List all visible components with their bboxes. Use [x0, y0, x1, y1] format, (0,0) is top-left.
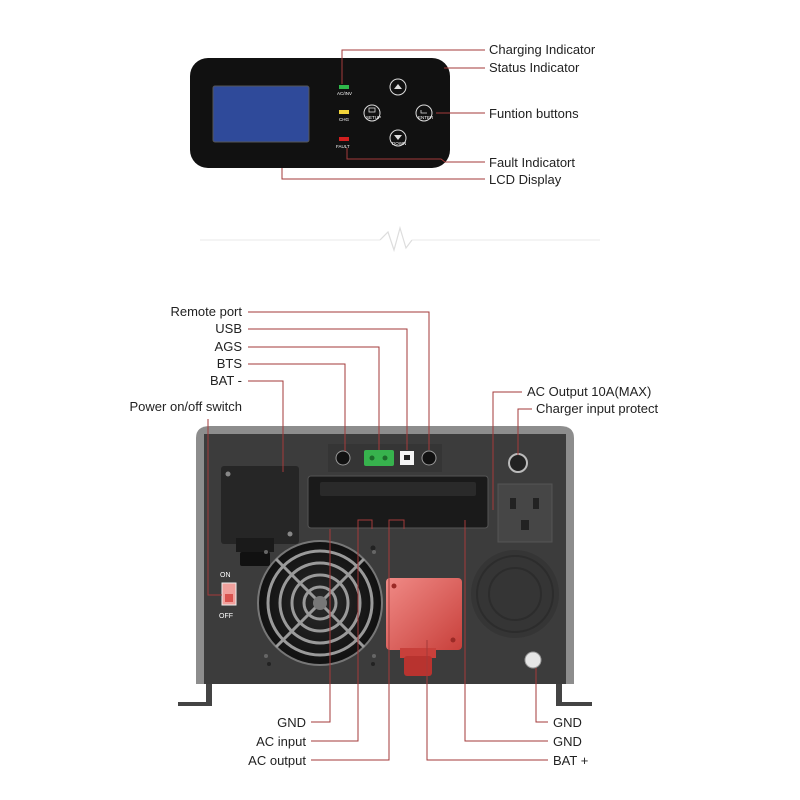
setup-button-label: SETUP: [366, 115, 381, 120]
screw: [370, 545, 376, 551]
callout-status-indicator: Status Indicator: [489, 60, 580, 75]
callout-ac-output-bottom: AC output: [248, 753, 306, 768]
callout-power-switch: Power on/off switch: [130, 399, 242, 414]
callout-ags: AGS: [215, 339, 243, 354]
chg-led: [339, 110, 349, 114]
charger-input-protect: [508, 453, 528, 473]
fault-led: [339, 137, 349, 141]
down-button[interactable]: DOWN: [389, 129, 407, 147]
ags-port: [364, 450, 394, 466]
chg-led-label: CHG: [339, 117, 349, 122]
down-button-label: DOWN: [392, 141, 406, 146]
callout-lcd-display: LCD Display: [489, 172, 562, 187]
callout-bat-positive: BAT +: [553, 753, 588, 768]
top-leaders: [281, 49, 485, 180]
callout-ac-output: AC Output 10A(MAX): [527, 384, 651, 399]
control-panel: AC/INV CHG FAULT SETUP ENTER DOWN: [190, 58, 450, 168]
bat-negative-gland: [240, 552, 270, 566]
cooling-fan: [257, 540, 383, 666]
callout-usb: USB: [215, 321, 242, 336]
callout-ac-input: AC input: [256, 734, 306, 749]
callout-fault-indicator: Fault Indicatort: [489, 155, 575, 170]
setup-button[interactable]: SETUP: [363, 104, 381, 122]
callout-gnd-right-1: GND: [553, 715, 582, 730]
enter-button-label: ENTER: [418, 115, 434, 120]
enter-icon: [420, 110, 427, 114]
callout-bts: BTS: [217, 356, 243, 371]
bat-positive-terminal: [386, 578, 462, 650]
lcd-screen: [212, 85, 310, 143]
callout-gnd-left: GND: [277, 715, 306, 730]
fault-led-label: FAULT: [336, 144, 350, 149]
menu-icon: [368, 107, 376, 113]
enter-button[interactable]: ENTER: [415, 104, 434, 122]
callout-gnd-right-2: GND: [553, 734, 582, 749]
gnd-stud: [524, 651, 542, 669]
inverter-back-panel: ON OFF: [178, 426, 592, 706]
callout-remote-port: Remote port: [170, 304, 242, 319]
callout-charging-indicator: Charging Indicator: [489, 42, 596, 57]
acinv-led: [339, 85, 349, 89]
left-foot: [178, 684, 212, 706]
arrow-down-icon: [394, 135, 402, 140]
up-button[interactable]: [389, 78, 407, 96]
callout-charger-protect: Charger input protect: [536, 401, 659, 416]
callout-function-buttons: Funtion buttons: [489, 106, 579, 121]
right-foot: [556, 684, 592, 706]
bat-positive-gland: [404, 656, 432, 676]
ac-output-socket: [497, 483, 553, 543]
switch-off-label: OFF: [219, 613, 233, 620]
switch-on-label: ON: [220, 572, 231, 579]
section-divider: [200, 225, 600, 253]
back-leaders: [207, 311, 548, 761]
remote-port: [421, 450, 437, 466]
pulse-icon: [379, 225, 413, 253]
vent-grille: [471, 550, 559, 638]
callout-bat-negative: BAT -: [210, 373, 242, 388]
arrow-up-icon: [394, 84, 402, 89]
acinv-led-label: AC/INV: [337, 91, 352, 96]
bts-port: [335, 450, 351, 466]
bat-negative-terminal: [221, 466, 299, 544]
